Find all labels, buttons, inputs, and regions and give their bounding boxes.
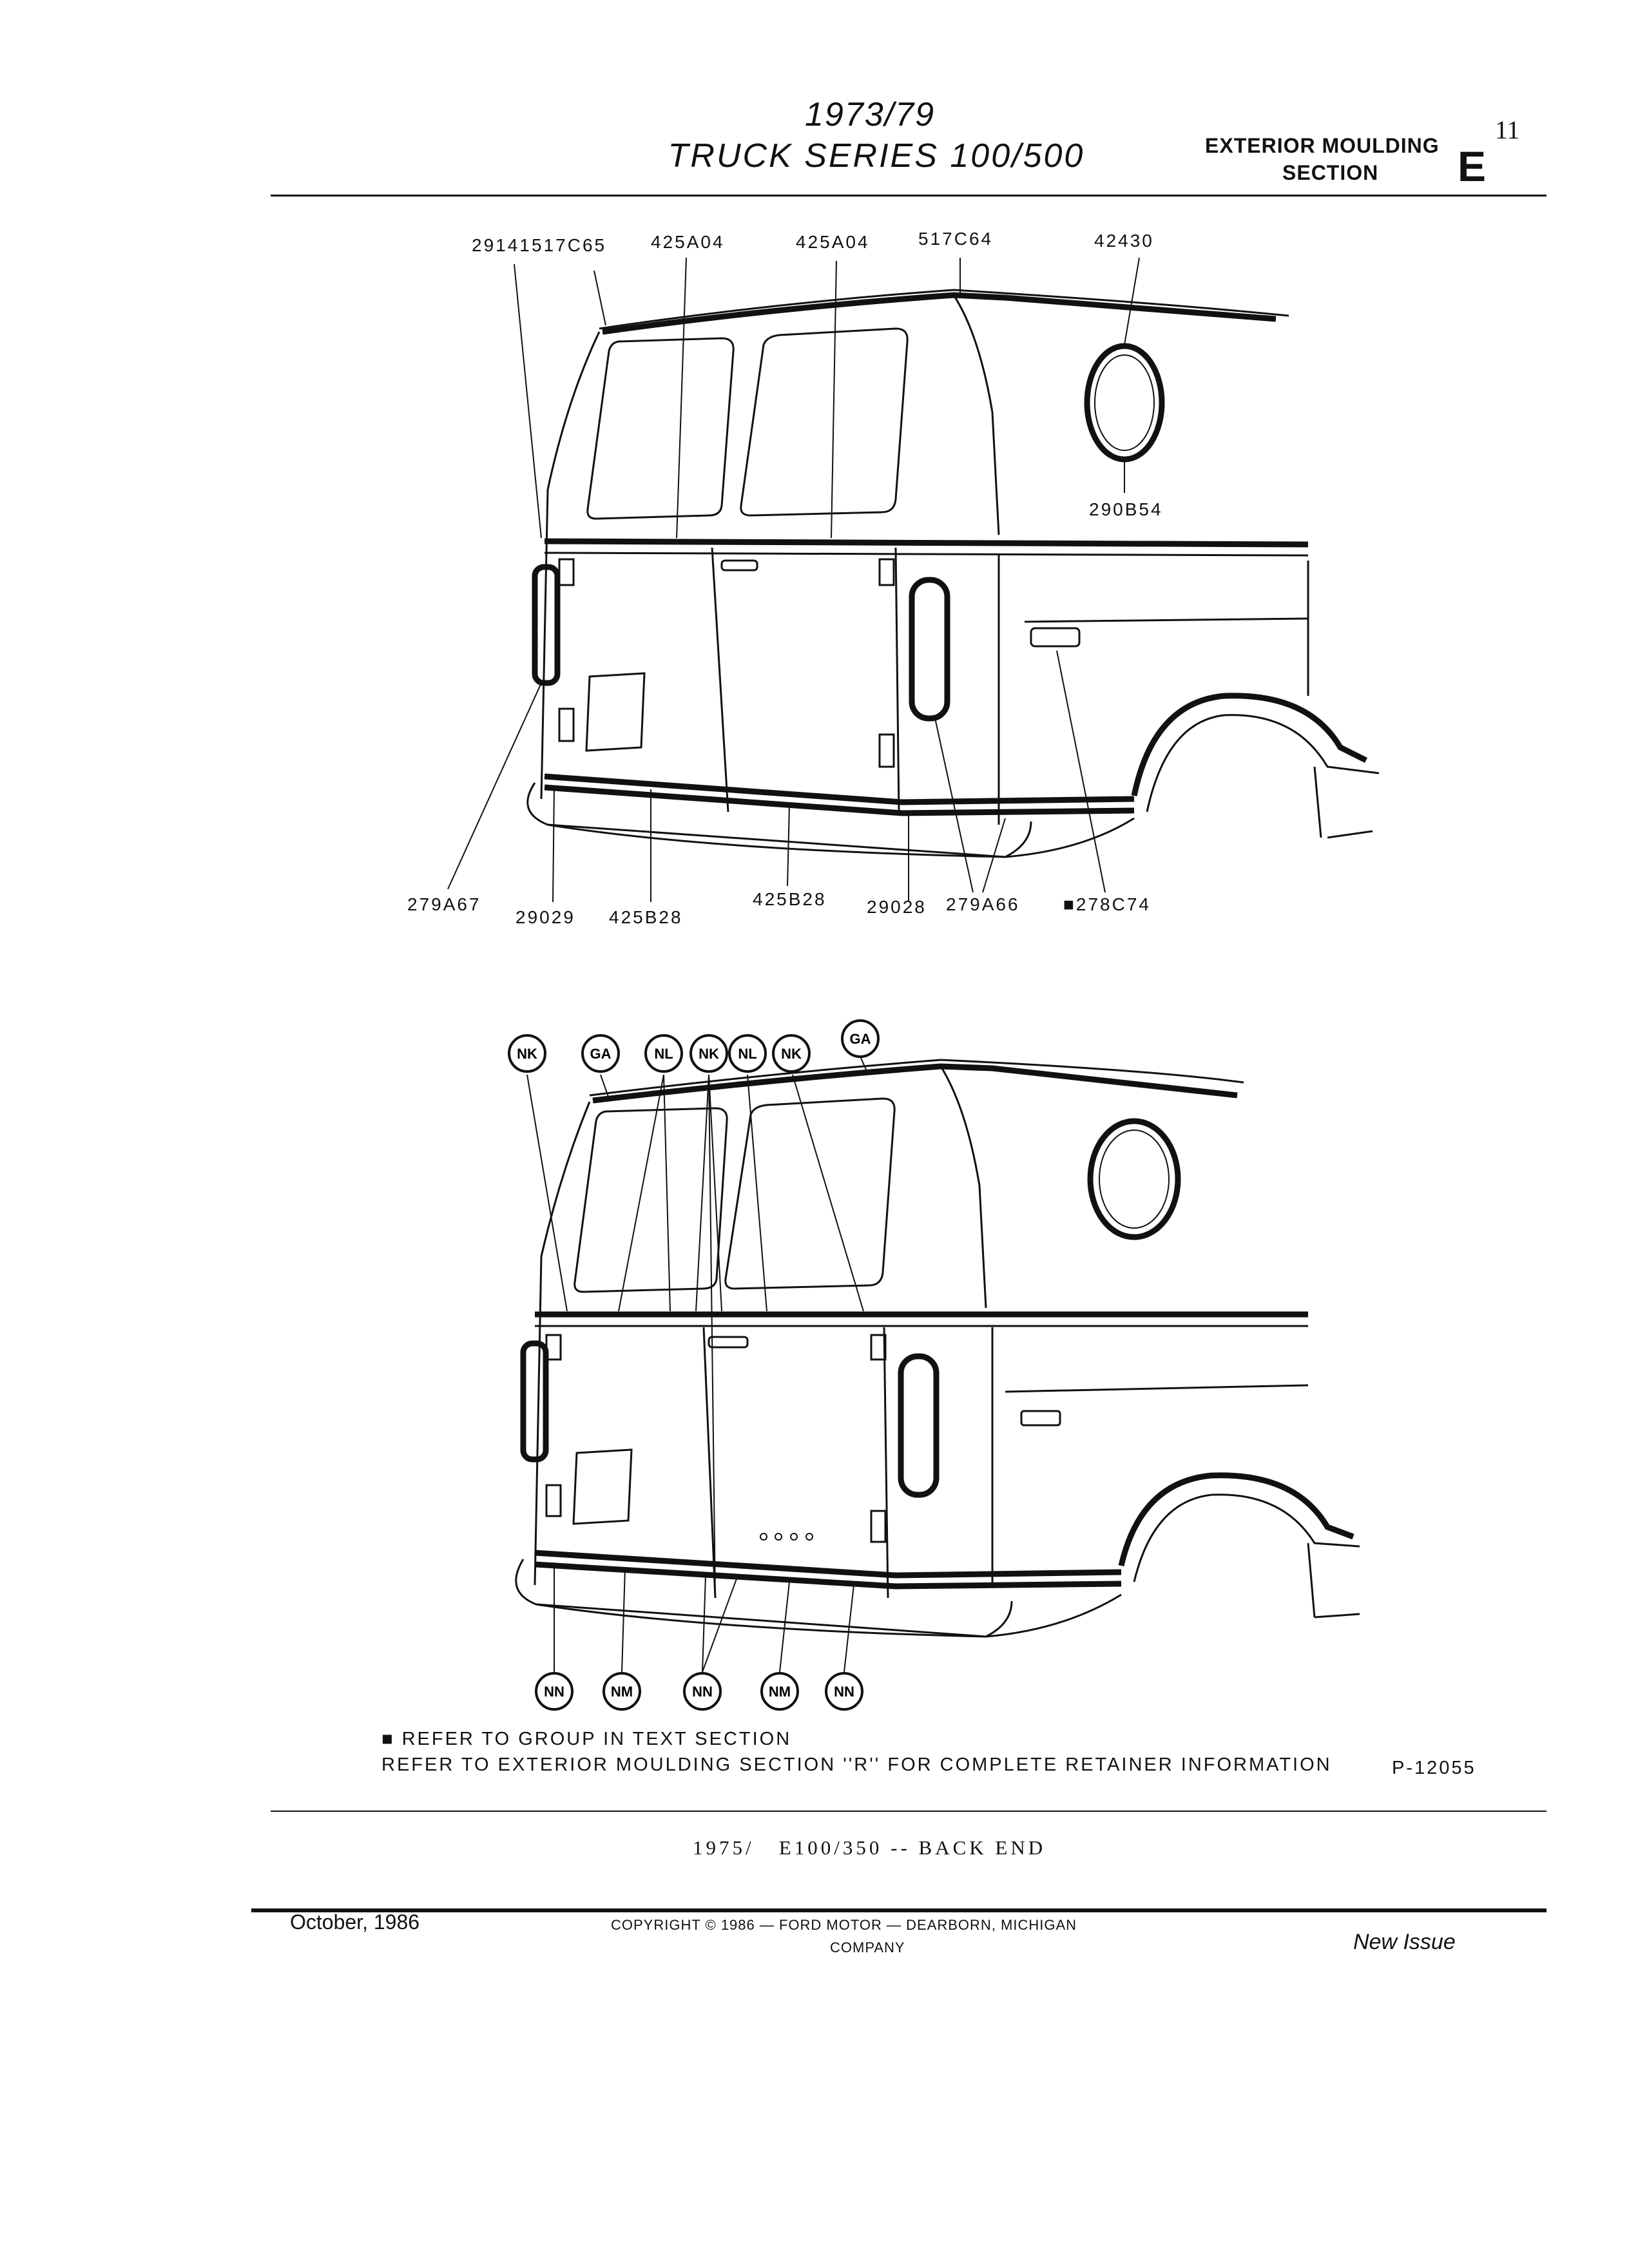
badge-top-1: NK	[508, 1034, 546, 1073]
badge-bottom-3-text: NN	[692, 1684, 713, 1700]
badge-top-4: NK	[689, 1034, 728, 1073]
callout-517c64: 517C64	[918, 229, 994, 249]
badge-top-2-text: GA	[590, 1046, 612, 1062]
badge-bottom-5-text: NN	[834, 1684, 854, 1700]
badge-top-6: NK	[772, 1034, 811, 1073]
footer-rule	[251, 1908, 1547, 1912]
figure-caption: 1975/ E100/350 -- BACK END	[693, 1836, 1046, 1859]
section-letter: E	[1458, 142, 1487, 190]
note-refer-group: ■ REFER TO GROUP IN TEXT SECTION	[381, 1729, 792, 1749]
badge-top-5: NL	[728, 1034, 767, 1073]
badge-top-1-text: NK	[517, 1046, 537, 1062]
page-number: 11	[1495, 115, 1520, 144]
plate-number: P-12055	[1392, 1758, 1476, 1778]
footer-issue: New Issue	[1353, 1930, 1456, 1954]
badge-top-3-text: NL	[654, 1046, 673, 1062]
badge-top-7-text: GA	[850, 1031, 871, 1047]
callout-425a04-a: 425A04	[651, 232, 725, 252]
callout-29028: 29028	[867, 897, 927, 917]
badge-bottom-2-text: NM	[611, 1684, 633, 1700]
note-refer-section-r: REFER TO EXTERIOR MOULDING SECTION ''R''…	[381, 1754, 1332, 1775]
footer-company: COMPANY	[830, 1939, 905, 1956]
callout-279a67: 279A67	[407, 894, 481, 914]
header-series: TRUCK SERIES 100/500	[668, 137, 1085, 175]
van-diagram-2	[515, 1056, 1360, 1673]
badge-top-6-text: NK	[781, 1046, 802, 1062]
section-title-line1: EXTERIOR MOULDING	[1205, 134, 1440, 157]
badge-bottom-2: NM	[602, 1672, 641, 1711]
badge-bottom-5: NN	[825, 1672, 863, 1711]
callout-425a04-b: 425A04	[796, 232, 870, 252]
callout-425b28-b: 425B28	[753, 889, 827, 909]
callout-29141: 29141	[472, 235, 532, 255]
header-rule	[271, 195, 1547, 197]
callout-29029: 29029	[516, 907, 575, 927]
badge-bottom-4: NM	[760, 1672, 799, 1711]
callout-278c74: ■278C74	[1063, 894, 1151, 914]
footer-copyright: COPYRIGHT © 1986 — FORD MOTOR — DEARBORN…	[611, 1917, 1077, 1933]
callout-42430: 42430	[1094, 231, 1154, 251]
callout-517c65: 517C65	[532, 235, 607, 255]
badge-bottom-3: NN	[683, 1672, 722, 1711]
callout-290b54: 290B54	[1089, 499, 1163, 519]
header-years: 1973/79	[805, 96, 935, 133]
footer-date: October, 1986	[290, 1910, 420, 1934]
callout-279a66: 279A66	[946, 894, 1020, 914]
caption-rule	[271, 1811, 1547, 1812]
badge-bottom-1-text: NN	[544, 1684, 564, 1700]
badge-bottom-4-text: NM	[769, 1684, 791, 1700]
van-diagram-1	[447, 257, 1380, 903]
badge-bottom-1: NN	[535, 1672, 574, 1711]
badge-top-2: GA	[581, 1034, 620, 1073]
badge-top-5-text: NL	[738, 1046, 757, 1062]
badge-top-7: GA	[841, 1019, 880, 1058]
badge-top-3: NL	[644, 1034, 683, 1073]
section-title-line2: SECTION	[1282, 161, 1379, 184]
callout-425b28-a: 425B28	[609, 907, 683, 927]
badge-top-4-text: NK	[699, 1046, 719, 1062]
